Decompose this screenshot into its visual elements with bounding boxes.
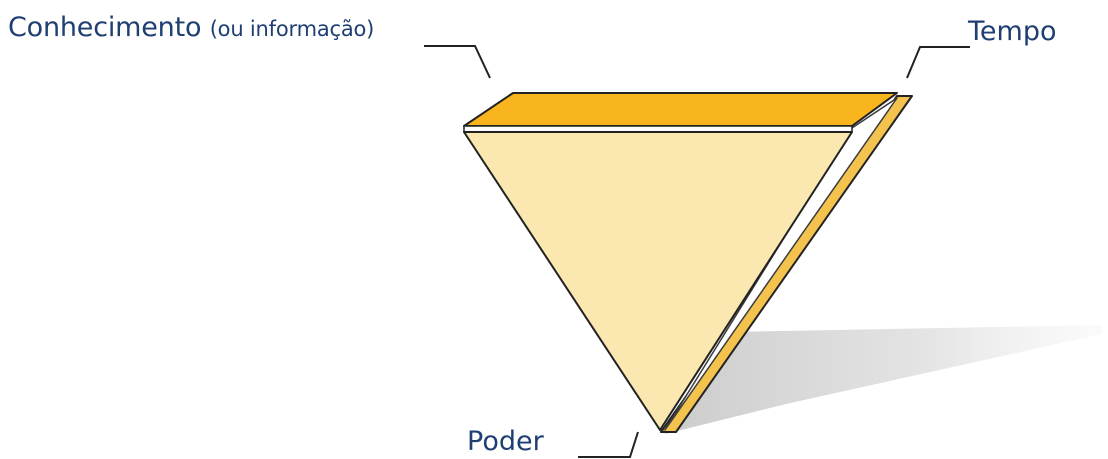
- time-label: Tempo: [968, 16, 1057, 47]
- triangle-front-face: [463, 131, 853, 431]
- power-label: Poder: [467, 426, 544, 457]
- knowledge-main-text: Conhecimento: [8, 12, 202, 43]
- knowledge-label: Conhecimento (ou informação): [8, 14, 374, 41]
- knowledge-leader-line: [424, 45, 491, 79]
- knowledge-note-text: (ou informação): [209, 17, 375, 41]
- power-leader-line: [578, 431, 639, 458]
- triangle-shadow: [665, 325, 1102, 434]
- time-leader-line: [906, 46, 970, 79]
- triangle-top-face: [463, 92, 898, 127]
- triangle-white-edge: [664, 97, 898, 431]
